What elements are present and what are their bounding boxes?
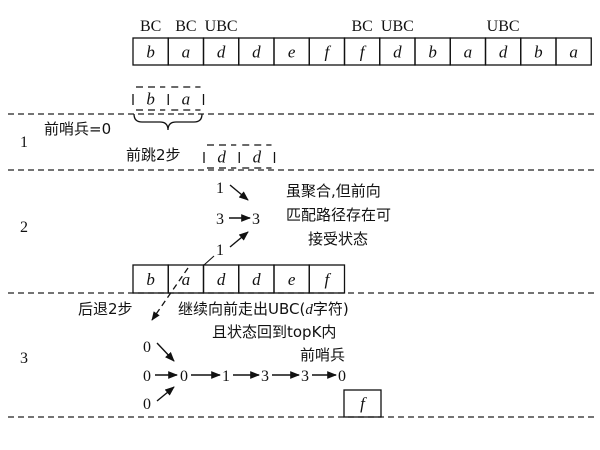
state-1-top: 1 — [216, 180, 224, 197]
final-cell-box — [343, 389, 382, 418]
top-row-cell-char: e — [288, 43, 296, 62]
top-row-cell-char: f — [360, 43, 367, 62]
char-class-label: BC — [351, 18, 372, 35]
middle-row-cell-box — [308, 264, 346, 294]
pointer-line — [203, 255, 215, 266]
state-3-mid: 3 — [216, 211, 224, 228]
chain-state: 3 — [301, 368, 309, 385]
top-row-cell-char: d — [252, 43, 261, 62]
window-ba-cell-char: b — [146, 90, 155, 109]
state-0-bottom: 0 — [143, 396, 151, 413]
backtrack-arrow — [151, 267, 189, 321]
back-label: 后退2步 — [78, 300, 133, 318]
top-row-cell-char: d — [499, 43, 508, 62]
final-cell-char: f — [360, 394, 367, 413]
window-dd-cell-char: d — [217, 148, 226, 167]
top-row-cell-char: a — [464, 43, 473, 62]
final-cell-f: f — [343, 389, 382, 418]
top-row-cell-char: b — [146, 43, 155, 62]
chain-state: 0 — [338, 368, 346, 385]
middle-row-cell-char: d — [217, 270, 226, 289]
state-chain: 0 1 3 3 0 — [180, 368, 346, 385]
top-row-cell-char: a — [569, 43, 578, 62]
top-row-cell-char: b — [428, 43, 437, 62]
sentinel-label-step3: 前哨兵 — [300, 346, 345, 364]
state-1-bottom: 1 — [216, 242, 224, 259]
window-ba-cell-char: a — [182, 90, 191, 109]
step-number-1: 1 — [20, 134, 28, 151]
chain-state: 0 — [180, 368, 188, 385]
char-class-label: UBC — [381, 18, 414, 35]
state-merged-3: 3 — [252, 211, 260, 228]
arrow3-top — [156, 342, 175, 362]
chain-state: 3 — [261, 368, 269, 385]
jump-label: 前跳2步 — [126, 146, 181, 164]
step-number-3: 3 — [20, 350, 28, 367]
char-class-label: UBC — [205, 18, 238, 35]
note-line-3: 接受状态 — [308, 230, 368, 248]
char-class-label: UBC — [487, 18, 520, 35]
top-row-cell-char: d — [393, 43, 402, 62]
top-row-cell-char: f — [325, 43, 332, 62]
middle-row-cell-char: e — [288, 270, 296, 289]
step-number-2: 2 — [20, 219, 28, 236]
note3-line-2: 且状态回到topK内 — [212, 323, 336, 341]
char-class-label: BC — [175, 18, 196, 35]
arrow-bottom-to-merged — [229, 231, 249, 248]
sentinel-label-step1: 前哨兵=0 — [44, 120, 111, 138]
middle-row-cell-char: b — [146, 270, 155, 289]
note-line-1: 虽聚合,但前向 — [286, 182, 381, 200]
top-row-cell-char: b — [534, 43, 543, 62]
note-line-2: 匹配路径存在可 — [286, 206, 391, 224]
arrow-top-to-merged — [229, 184, 249, 201]
window-dd-cell-char: d — [253, 148, 262, 167]
middle-row-cell-char: d — [252, 270, 261, 289]
top-row-cell-char: a — [182, 43, 191, 62]
top-row-cell-char: d — [217, 43, 226, 62]
char-class-label: BC — [140, 18, 161, 35]
state-0-top: 0 — [143, 339, 151, 356]
middle-row-cell-char: a — [182, 270, 191, 289]
middle-row-cell-char: f — [325, 270, 332, 289]
state-0-mid: 0 — [143, 368, 151, 385]
top-row-cell-box — [555, 37, 592, 66]
brace — [133, 113, 203, 131]
top-row-labels: BC BC UBC BC UBC UBC — [140, 18, 520, 35]
note3-line-1: 继续向前走出UBC(d字符) — [178, 300, 349, 318]
chain-state: 1 — [222, 368, 230, 385]
arrow3-bottom — [156, 386, 175, 402]
